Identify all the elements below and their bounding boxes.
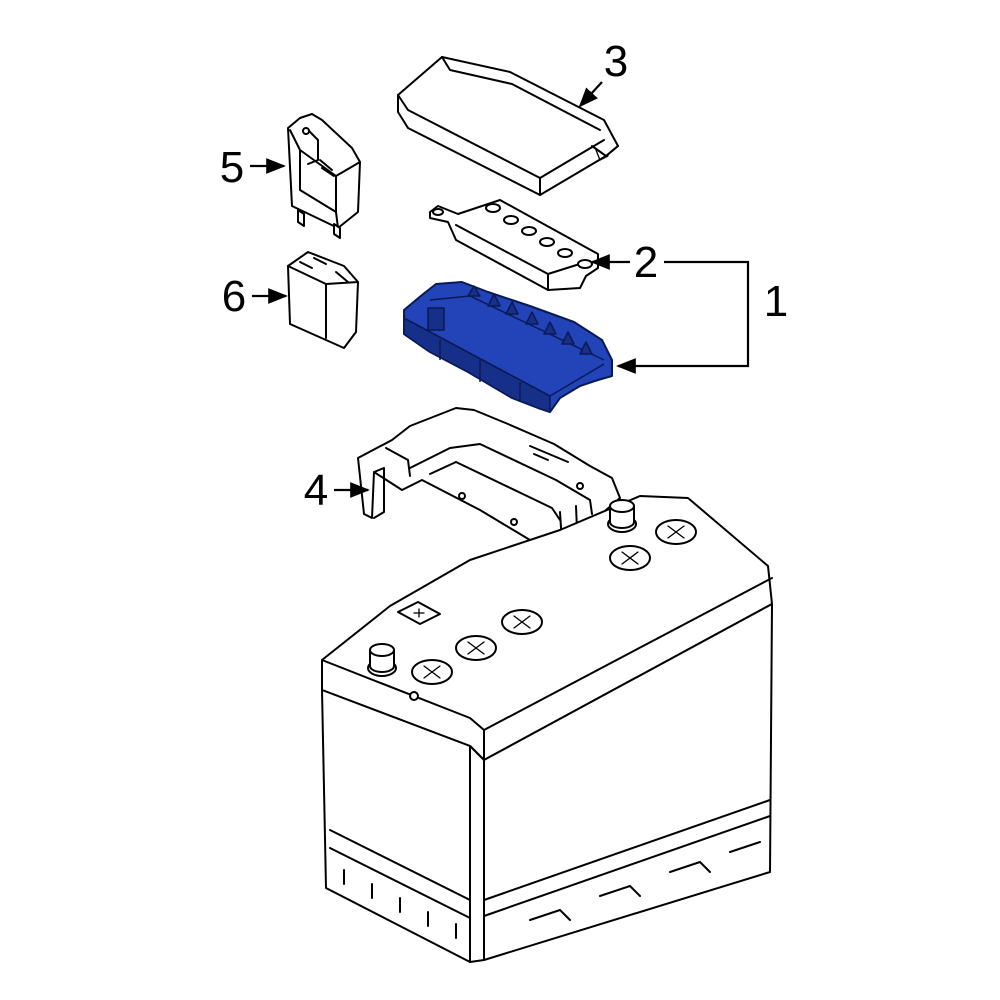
callout-leaders <box>250 81 750 498</box>
battery-vent-caps <box>411 519 697 685</box>
fuse-box-base[interactable] <box>403 281 613 413</box>
callout-5: 5 <box>220 143 244 192</box>
callout-4: 4 <box>304 466 328 515</box>
relay[interactable] <box>287 113 361 239</box>
battery-terminals <box>367 499 637 677</box>
bus-bar-studs <box>485 203 593 269</box>
fuse[interactable] <box>287 251 359 349</box>
leader-1 <box>616 260 750 374</box>
callout-3: 3 <box>604 37 628 86</box>
callout-6: 6 <box>222 272 246 321</box>
fuse-box-cover[interactable] <box>397 56 619 196</box>
battery <box>321 495 773 963</box>
callout-1: 1 <box>764 277 788 326</box>
callout-2: 2 <box>634 238 658 287</box>
fuse-box-base-pins <box>467 285 593 355</box>
terminal-bus-bar[interactable] <box>429 199 599 291</box>
leader-3 <box>578 81 603 108</box>
